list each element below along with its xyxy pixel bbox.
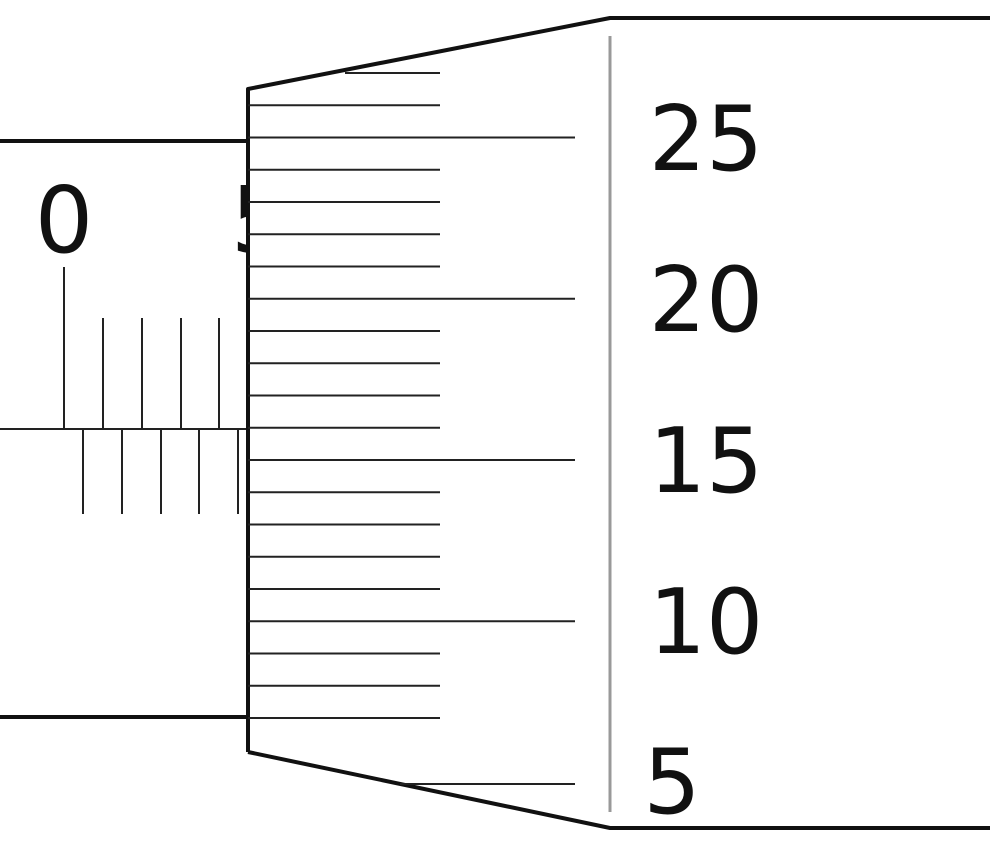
thimble-label-10: 10 xyxy=(649,570,764,675)
thimble-label-20: 20 xyxy=(649,248,764,353)
thimble-body[interactable] xyxy=(248,18,990,828)
thimble-outline-top xyxy=(246,16,990,752)
thimble[interactable]: 25 20 15 10 5 xyxy=(246,16,990,835)
thimble-label-15: 15 xyxy=(649,409,764,514)
thimble-outline-bottom xyxy=(247,750,990,830)
thimble-label-5: 5 xyxy=(643,730,700,835)
thimble-label-25: 25 xyxy=(649,87,764,192)
sleeve-label-0: 0 xyxy=(35,167,94,274)
thimble-graduations xyxy=(248,72,575,785)
